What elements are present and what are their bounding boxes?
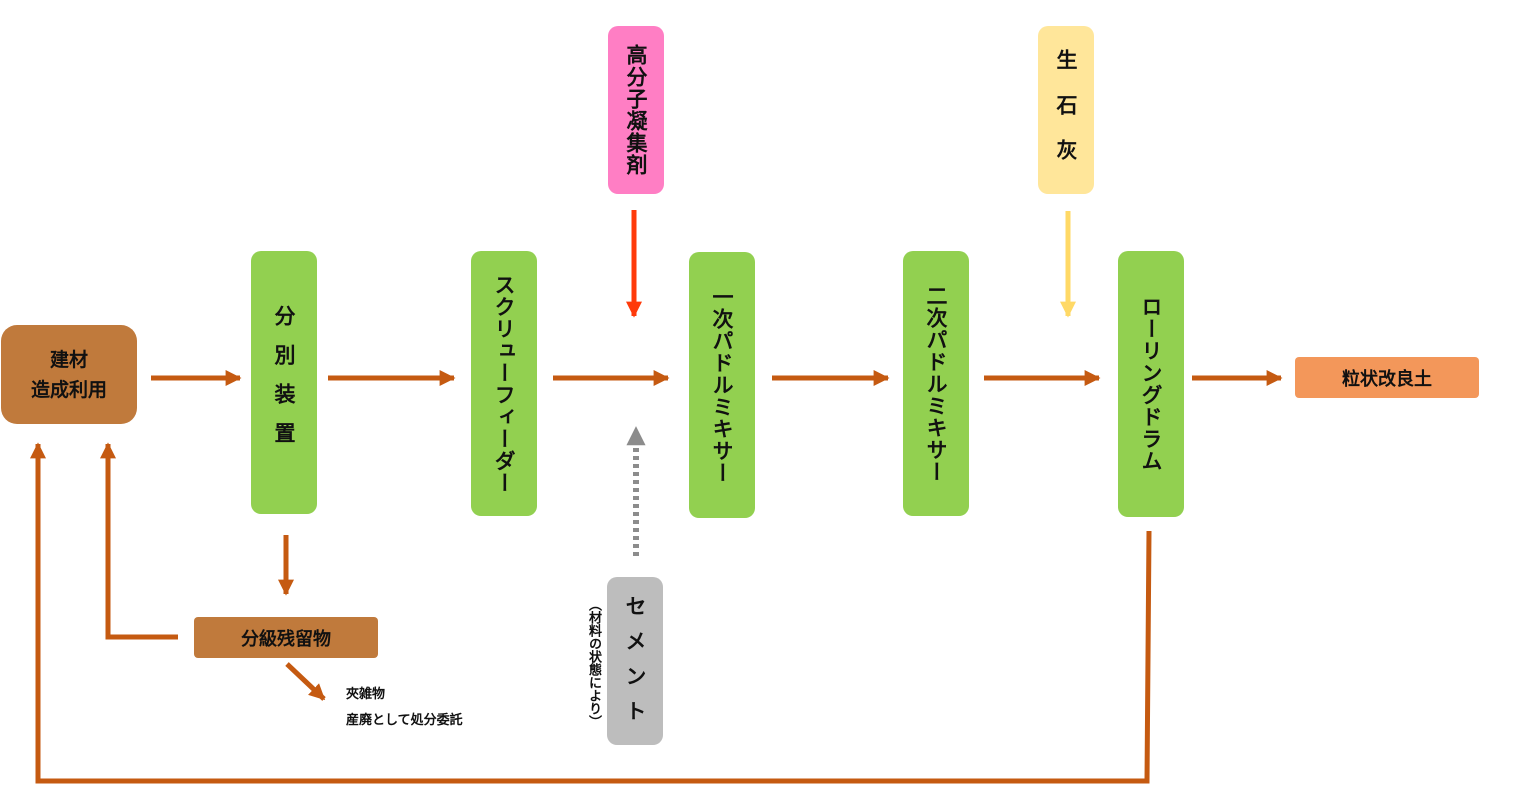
quicklime-label: 生石灰: [1054, 48, 1078, 184]
cement-note: （材料の状態により）: [586, 598, 601, 728]
cement-label: セメント: [623, 595, 647, 735]
building-material-line2: 造成利用: [30, 378, 107, 401]
building-material-line1: 建材: [49, 348, 88, 371]
arrow-residue-to-impurities: [285, 662, 326, 701]
product-node: 粒状改良土: [1295, 357, 1479, 398]
separator-node: 分別装置: [251, 251, 317, 514]
secondary-mixer-label: 二次パドルミキサー: [924, 284, 948, 483]
residue-node: 分級残留物: [194, 617, 378, 658]
building-material-node: 建材造成利用: [1, 325, 137, 424]
impurities-line2: 産廃として処分委託: [346, 713, 463, 728]
rolling-drum-label: ローリングドラム: [1139, 296, 1163, 472]
impurities-line1: 夾雑物: [346, 687, 386, 702]
residue-label: 分級残留物: [241, 628, 331, 650]
cement-node: セメント: [607, 577, 663, 745]
separator-label: 分別装置: [272, 304, 296, 461]
product-label: 粒状改良土: [1342, 368, 1432, 390]
primary-mixer-label: 一次パドルミキサー: [710, 286, 734, 484]
screw-feeder-label: スクリューフィーダー: [492, 273, 516, 494]
primary-mixer-node: 一次パドルミキサー: [689, 252, 755, 518]
polymer-coagulant-label: 高分子凝集剤: [624, 44, 648, 176]
polymer-coagulant-node: 高分子凝集剤: [608, 26, 664, 194]
impurities-note: 夾雑物 産廃として処分委託: [346, 682, 463, 734]
rolling-drum-node: ローリングドラム: [1118, 251, 1184, 517]
arrow-residue-to-material: [99, 442, 178, 640]
screw-feeder-node: スクリューフィーダー: [471, 251, 537, 516]
quicklime-node: 生石灰: [1038, 26, 1094, 194]
secondary-mixer-node: 二次パドルミキサー: [903, 251, 969, 516]
arrow-drum-to-material: [29, 442, 1152, 784]
